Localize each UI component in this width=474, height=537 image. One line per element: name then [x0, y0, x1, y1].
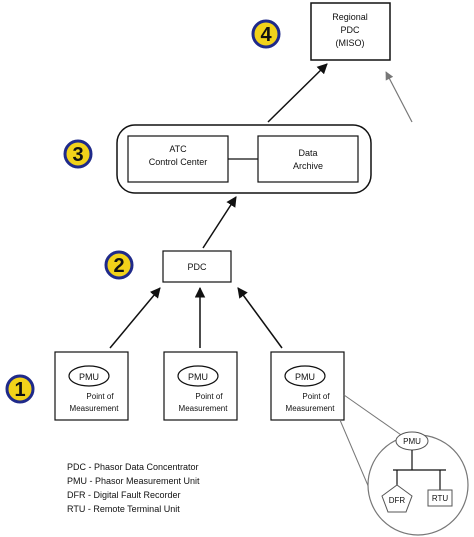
control-center-line-1: ATC: [169, 144, 187, 154]
detail-rtu-label: RTU: [432, 494, 449, 503]
legend-line-4: RTU - Remote Terminal Unit: [67, 504, 180, 514]
arrow-pmu3-to-pdc: [237, 287, 283, 349]
legend-line-1: PDC - Phasor Data Concentrator: [67, 462, 199, 472]
pmu-caption-1b: Measurement: [70, 404, 120, 413]
arrow-external-to-regional: [385, 71, 413, 123]
control-center-box: [127, 135, 229, 183]
rtu-box: [427, 489, 453, 507]
level-2-number: 2: [113, 255, 124, 277]
level-3-number: 3: [72, 144, 83, 166]
data-archive-box: [257, 135, 359, 183]
level-3-badge: [63, 139, 93, 169]
data-flow-arrows: [109, 63, 413, 349]
regional-pdc-line-3: (MISO): [336, 38, 365, 48]
detail-dfr-label: DFR: [389, 496, 406, 505]
level-1-number: 1: [14, 379, 25, 401]
detail-circle: [367, 434, 469, 536]
pmu-unit-2: PMU Point of Measurement: [163, 351, 238, 421]
pmu-caption-2a: Point of: [195, 392, 223, 401]
callout-line-upper: [343, 394, 405, 438]
pmu-caption-1a: Point of: [86, 392, 114, 401]
detail-pmu-label: PMU: [403, 437, 421, 446]
control-center-line-2: Control Center: [149, 157, 208, 167]
regional-pdc-line-2: PDC: [340, 25, 360, 35]
level-4-group: 4 Regional PDC (MISO): [251, 2, 391, 61]
pmu-badge-2: [177, 365, 219, 387]
pmu-caption-2b: Measurement: [179, 404, 229, 413]
legend-line-2: PMU - Phasor Measurement Unit: [67, 476, 200, 486]
level-2-group: 2 PDC: [104, 250, 232, 283]
level-1-badge: [5, 374, 35, 404]
callout-line-lower: [339, 419, 373, 496]
data-archive-line-1: Data: [298, 148, 317, 158]
data-archive-line-2: Archive: [293, 161, 323, 171]
regional-pdc-box: [310, 2, 391, 61]
pmu-badge-3: [284, 365, 326, 387]
arrow-atc-to-regional: [267, 63, 328, 123]
pmu-unit-3: PMU Point of Measurement: [270, 351, 345, 421]
pmu-badge-1: [68, 365, 110, 387]
pmu-detail-callout: PMU DFR RTU: [339, 394, 469, 536]
legend-line-3: DFR - Digital Fault Recorder: [67, 490, 181, 500]
pdc-label: PDC: [187, 262, 207, 272]
level-2-badge: [104, 250, 134, 280]
level-3-group: 3 ATC Control Center Data Archive: [63, 124, 372, 194]
legend: PDC - Phasor Data Concentrator PMU - Pha…: [67, 462, 200, 514]
level-1-group: 1 PMU Point of Measurement PMU Point of …: [5, 351, 345, 421]
pmu-caption-3a: Point of: [302, 392, 330, 401]
pmu-label-3: PMU: [295, 372, 315, 382]
pdc-box: [162, 250, 232, 283]
arrow-pmu1-to-pdc: [109, 287, 161, 349]
pmu-caption-3b: Measurement: [286, 404, 336, 413]
level-4-badge: [251, 19, 281, 49]
pmu-label-2: PMU: [188, 372, 208, 382]
pmu-label-1: PMU: [79, 372, 99, 382]
regional-pdc-line-1: Regional: [332, 12, 368, 22]
level-4-number: 4: [260, 24, 272, 46]
dfr-pentagon-icon: [381, 484, 413, 513]
pmu-unit-1: PMU Point of Measurement: [54, 351, 129, 421]
arrow-pdc-to-atc: [202, 196, 237, 249]
